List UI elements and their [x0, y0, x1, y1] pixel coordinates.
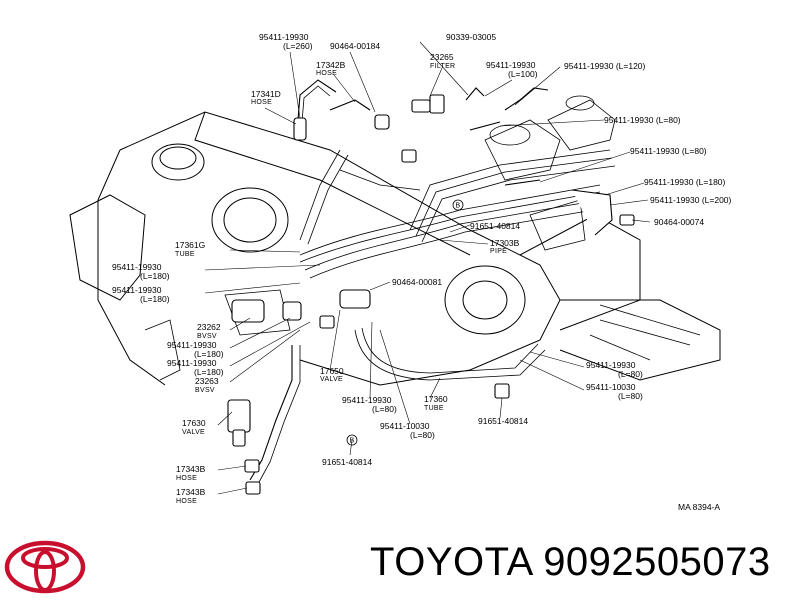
svg-text:VALVE: VALVE: [320, 376, 343, 383]
svg-text:VALVE: VALVE: [182, 429, 205, 436]
label-95411-19930-left-a: 95411-19930: [112, 262, 162, 272]
svg-text:(L=180): (L=180): [194, 349, 224, 359]
figure-id: MA 8394-A: [678, 502, 720, 512]
label-95411-10030-bottom: 95411-10030: [380, 421, 430, 431]
label-17303b: 17303B: [490, 238, 520, 248]
label-95411-19930-mid-b: 95411-19930: [167, 358, 217, 368]
label-91651-40814-mid: 91651-40814: [478, 416, 528, 426]
label-95411-10030-right-bottom: 95411-10030: [586, 382, 636, 392]
label-17343b-b: 17343B: [176, 487, 206, 497]
label-95411-19930-mid-a: 95411-19930: [167, 340, 217, 350]
label-17630: 17630: [182, 418, 206, 428]
brand-part-title: TOYOTA 9092505073: [370, 540, 771, 585]
label-17341d: 17341D: [251, 89, 281, 99]
label-17342b: 17342B: [316, 60, 346, 70]
label-90464-00074: 90464-00074: [654, 217, 704, 227]
label-95411-19930-l260: 95411-19930: [259, 32, 309, 42]
label-17361g: 17361G: [175, 240, 205, 250]
svg-text:HOSE: HOSE: [316, 70, 337, 77]
label-17650: 17650: [320, 366, 344, 376]
bolt-marker-icon: [346, 434, 358, 446]
svg-text:HOSE: HOSE: [251, 99, 272, 106]
label-23263: 23263: [195, 376, 219, 386]
label-95411-19930-l80-a: 95411-19930 (L=80): [604, 115, 681, 125]
svg-text:HOSE: HOSE: [176, 498, 197, 505]
label-95411-19930-l120: 95411-19930 (L=120): [564, 61, 646, 71]
label-23262: 23262: [197, 322, 221, 332]
svg-text:PIPE: PIPE: [490, 248, 507, 255]
label-90464-00184: 90464-00184: [330, 41, 380, 51]
toyota-logo-icon: [4, 540, 86, 594]
svg-text:BVSV: BVSV: [197, 333, 217, 340]
svg-text:BVSV: BVSV: [195, 387, 215, 394]
svg-text:TUBE: TUBE: [175, 251, 195, 258]
leader-lines: [204, 41, 651, 495]
svg-text:B: B: [350, 438, 355, 445]
label-length: (L=260): [283, 41, 313, 51]
hose-set: [227, 79, 635, 495]
svg-text:(L=80): (L=80): [372, 404, 397, 414]
label-23265: 23265: [430, 52, 454, 62]
svg-text:(L=80): (L=80): [618, 369, 643, 379]
engine-outline: [69, 95, 721, 386]
label-17343b-a: 17343B: [176, 464, 206, 474]
svg-text:HOSE: HOSE: [176, 475, 197, 482]
pipe-bundle: [299, 149, 616, 381]
label-95411-19930-l180-right: 95411-19930 (L=180): [644, 177, 726, 187]
bolt-markers: B B: [346, 199, 464, 446]
label-95411-19930-right-bottom: 95411-19930: [586, 360, 636, 370]
brand-name: TOYOTA: [370, 540, 532, 584]
svg-text:TUBE: TUBE: [424, 405, 444, 412]
svg-text:FILTER: FILTER: [430, 63, 455, 70]
label-95411-19930-l200: 95411-19930 (L=200): [650, 195, 732, 205]
svg-text:(L=80): (L=80): [410, 430, 435, 440]
label-91651-40814-bottom: 91651-40814: [322, 457, 372, 467]
label-95411-19930-bottom: 95411-19930: [342, 395, 392, 405]
label-95411-19930-l80-b: 95411-19930 (L=80): [630, 146, 707, 156]
label-91651-40814-top: 91651-40814: [470, 221, 520, 231]
svg-text:(L=180): (L=180): [140, 294, 170, 304]
label-90339-03005: 90339-03005: [446, 32, 496, 42]
part-labels: 95411-19930 (L=260) 90464-00184 90339-03…: [112, 32, 732, 512]
label-95411-19930-left-b: 95411-19930: [112, 285, 162, 295]
label-17360: 17360: [424, 394, 448, 404]
svg-text:(L=100): (L=100): [508, 69, 538, 79]
svg-text:(L=180): (L=180): [194, 367, 224, 377]
label-90464-00081: 90464-00081: [392, 277, 442, 287]
svg-text:(L=180): (L=180): [140, 271, 170, 281]
label-95411-19930-l100: 95411-19930: [486, 60, 536, 70]
bolt-marker-icon: [452, 199, 464, 211]
part-number: 9092505073: [543, 540, 771, 584]
svg-text:(L=80): (L=80): [618, 391, 643, 401]
svg-text:B: B: [456, 203, 461, 210]
